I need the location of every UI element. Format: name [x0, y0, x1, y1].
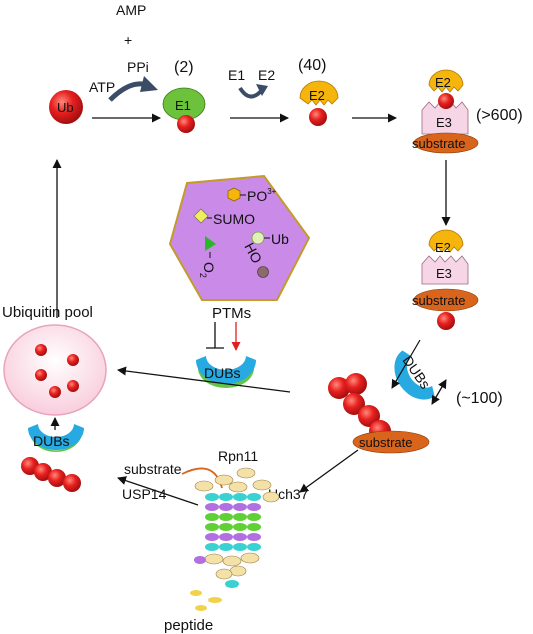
e2-reaction-label: E2	[258, 67, 275, 83]
polyub-substrate-label: substrate	[359, 435, 412, 450]
complex1-substrate-label: substrate	[412, 136, 465, 151]
dubs-double-arrow-1	[391, 339, 421, 389]
left-ub-chain	[21, 457, 81, 492]
left-dubs-label: DUBs	[33, 433, 70, 449]
proteasome-to-dubs-arrow	[117, 476, 199, 506]
complex1-e2-label: E2	[435, 75, 451, 90]
substrate-to-proteasome-arrow	[299, 449, 359, 493]
central-dubs-label: DUBs	[204, 365, 241, 381]
oxidation-triangle-icon	[205, 236, 216, 251]
po3-label: PO3+	[247, 187, 277, 204]
ub-label: Ub	[57, 100, 74, 115]
phosphate-icon	[227, 187, 241, 202]
e1-enzyme: E1	[162, 87, 206, 133]
complex2-e3-label: E3	[436, 266, 452, 281]
e2-label: E2	[309, 88, 325, 103]
left-dubs: DUBs	[28, 424, 84, 452]
peptide-label: peptide	[164, 617, 213, 634]
dubs-count: (~100)	[456, 390, 503, 407]
e1-e2-curved-arrowhead	[256, 84, 268, 96]
complex1-e3-label: E3	[436, 115, 452, 130]
e1-count: (2)	[174, 59, 194, 76]
amp-label: AMP	[116, 2, 146, 18]
peptide-fragments	[190, 590, 222, 611]
complex2-e2-label: E2	[435, 240, 451, 255]
dubs-double-arrow-2b	[431, 379, 447, 405]
e2-e3-substrate-complex-1: E2 E3 substrate	[412, 69, 479, 154]
dubs-to-pool-arrow	[117, 366, 291, 393]
ptm-hexagon: PO3+ SUMO Ub O2 HO	[168, 174, 311, 301]
ubiquitin-pool-label: Ubiquitin pool	[2, 304, 93, 321]
substrate-entry-label: substrate	[124, 461, 182, 477]
ptms-label: PTMs	[212, 305, 251, 322]
usp14-label: USP14	[122, 486, 167, 502]
polyub-substrate: substrate	[328, 373, 430, 454]
e2-count: (40)	[298, 57, 326, 74]
rpn11-label: Rpn11	[218, 448, 258, 464]
ppi-label: PPi	[127, 59, 149, 75]
e2-enzyme: E2	[299, 80, 339, 126]
e1-e2-curved-arrow	[238, 86, 264, 99]
e1-label: E1	[175, 98, 191, 113]
atp-label: ATP	[89, 79, 115, 95]
ub-ball: Ub	[49, 90, 83, 124]
right-dubs: DUBs	[394, 350, 435, 400]
ubiquitin-pool	[3, 324, 107, 416]
e3-count: (>600)	[476, 107, 523, 124]
hydroxyl-ball-icon	[257, 266, 269, 278]
central-dubs: DUBs	[196, 356, 256, 388]
proteasome	[194, 467, 280, 588]
complex2-substrate-label: substrate	[412, 293, 465, 308]
plus-label: +	[124, 32, 132, 48]
e2-e3-substrate-complex-2: E2 E3 substrate	[412, 229, 479, 330]
atp-curved-arrowhead	[140, 76, 158, 92]
e1-reaction-label: E1	[228, 67, 245, 83]
ptm-ub-label: Ub	[271, 231, 289, 247]
sumo-label: SUMO	[213, 211, 255, 227]
sumo-icon	[193, 208, 209, 224]
o2-label: O2	[198, 262, 217, 278]
